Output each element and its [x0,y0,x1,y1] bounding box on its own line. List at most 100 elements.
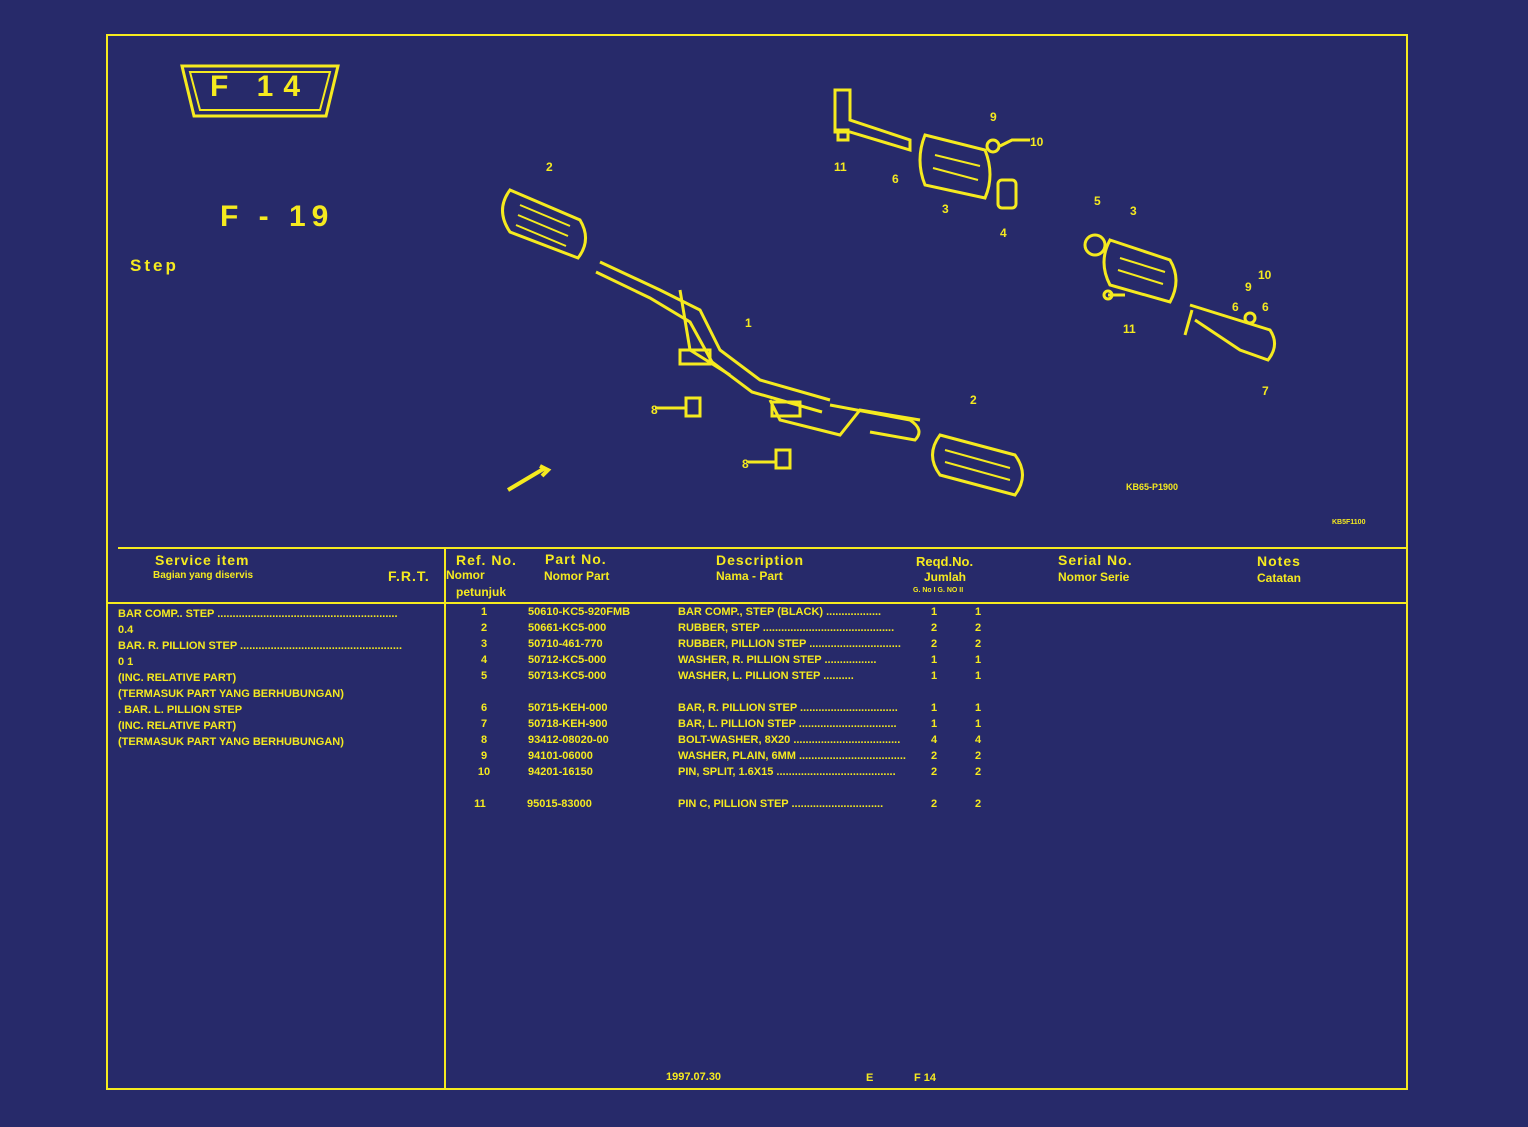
callout-8b: 8 [742,457,749,471]
callout-5: 5 [1094,194,1101,208]
column-divider [444,547,446,1090]
rubber-step-left-drawing [501,188,587,260]
ref-number: 2 [480,622,488,634]
service-item-line: (TERMASUK PART YANG BERHUBUNGAN) [118,736,344,748]
part-description: WASHER, R. PILLION STEP ................… [678,654,877,666]
service-item-line: (INC. RELATIVE PART) [118,720,237,732]
header-service-item-sub: Bagian yang diservis [153,570,254,581]
header-ref-no: Ref. No. [456,552,517,568]
part-number: 50712-KC5-000 [528,654,607,666]
qty-type2: 1 [974,654,982,666]
callout-2: 2 [546,160,553,174]
footer-edition: E [866,1072,874,1084]
header-notes-sub: Catatan [1257,571,1302,585]
washer-right-drawing [996,178,1018,210]
header-ref-no-sub2: petunjuk [456,585,506,599]
washer-left-drawing [1083,233,1107,257]
header-description-sub: Nama - Part [716,569,783,583]
bolt-washer-drawings [655,396,792,470]
diagram-code: KB65-P1900 [1126,482,1179,492]
qty-type1: 2 [930,638,938,650]
qty-type2: 1 [974,606,982,618]
service-item-line: . BAR. L. PILLION STEP [118,704,243,716]
part-description: BOLT-WASHER, 8X20 ......................… [678,734,901,746]
qty-type2: 2 [974,798,982,810]
qty-type1: 2 [930,798,938,810]
qty-type1: 4 [930,734,938,746]
page-badge: F 14 [209,70,311,103]
part-description: RUBBER, STEP ...........................… [678,622,895,634]
header-frt: F.R.T. [388,568,430,584]
part-number: 50610-KC5-920FMB [528,606,631,618]
part-description: BAR, R. PILLION STEP ...................… [678,702,898,714]
service-item-line: BAR. R. PILLION STEP ...................… [118,640,403,652]
figure-code: F - 19 [220,200,335,233]
qty-type1: 1 [930,606,938,618]
header-part-no-sub: Nomor Part [544,569,610,583]
diagram-code-small: KB5F1100 [1332,519,1366,526]
part-number: 50710-461-770 [528,638,603,650]
callout-7: 7 [1262,384,1269,398]
qty-type2: 2 [974,638,982,650]
callout-11: 11 [834,160,847,174]
part-number: 93412-08020-00 [528,734,609,746]
qty-type2: 2 [974,750,982,762]
part-description: WASHER, L. PILLION STEP .......... [678,670,854,682]
part-number: 50661-KC5-000 [528,622,607,634]
part-description: RUBBER, PILLION STEP ...................… [678,638,901,650]
page-badge-frame [180,64,340,118]
ref-number: 7 [480,718,488,730]
part-number: 94101-06000 [528,750,593,762]
ref-number: 10 [477,766,491,778]
qty-type2: 1 [974,670,982,682]
part-number: 50718-KEH-900 [528,718,608,730]
ref-number: 11 [474,798,486,810]
header-serial: Serial No. [1058,552,1133,568]
callout-10: 10 [1030,135,1044,149]
part-number: 50713-KC5-000 [528,670,607,682]
callout-11b: 11 [1123,322,1136,336]
header-ref-no-sub1: Nomor [446,568,485,582]
qty-type1: 2 [930,766,938,778]
ref-number: 9 [480,750,488,762]
callout-1: 1 [745,316,752,330]
part-description: PIN, SPLIT, 1.6X15 .....................… [678,766,896,778]
header-bottom-rule [108,602,1408,604]
header-description: Description [716,552,805,568]
qty-type2: 2 [974,766,982,778]
part-number: 95015-83000 [527,798,592,810]
callout-4: 4 [1000,226,1007,240]
callout-6b: 6 [1232,300,1239,314]
figure-title: Step [130,256,179,275]
part-description: BAR, L. PILLION STEP ...................… [678,718,897,730]
callout-9b: 9 [1245,280,1252,294]
callout-6: 6 [892,172,899,186]
callout-6c: 6 [1262,300,1269,314]
part-description: BAR COMP., STEP (BLACK) ................… [678,606,882,618]
callout-8: 8 [651,403,658,417]
callout-3: 3 [942,202,949,216]
callout-9: 9 [990,110,997,124]
ref-number: 4 [480,654,488,666]
header-notes: Notes [1257,553,1301,569]
qty-type2: 2 [974,622,982,634]
callout-3b: 3 [1130,204,1137,218]
service-item-line: BAR COMP.. STEP ........................… [118,608,398,620]
parts-sheet-frame [106,34,1408,1090]
header-serial-sub: Nomor Serie [1058,570,1130,584]
header-part-no: Part No. [545,551,607,567]
ref-number: 8 [480,734,488,746]
qty-type2: 4 [974,734,982,746]
qty-type1: 2 [930,750,938,762]
part-number: 94201-16150 [528,766,593,778]
ref-number: 6 [480,702,488,714]
qty-type2: 1 [974,718,982,730]
footer-date: 1997.07.30 [666,1071,722,1083]
service-item-line: (TERMASUK PART YANG BERHUBUNGAN) [118,688,344,700]
callout-2b: 2 [970,393,977,407]
header-reqd-sub: Jumlah [924,570,967,584]
ref-number: 1 [480,606,488,618]
header-top-rule [118,547,1408,549]
qty-type1: 1 [930,702,938,714]
